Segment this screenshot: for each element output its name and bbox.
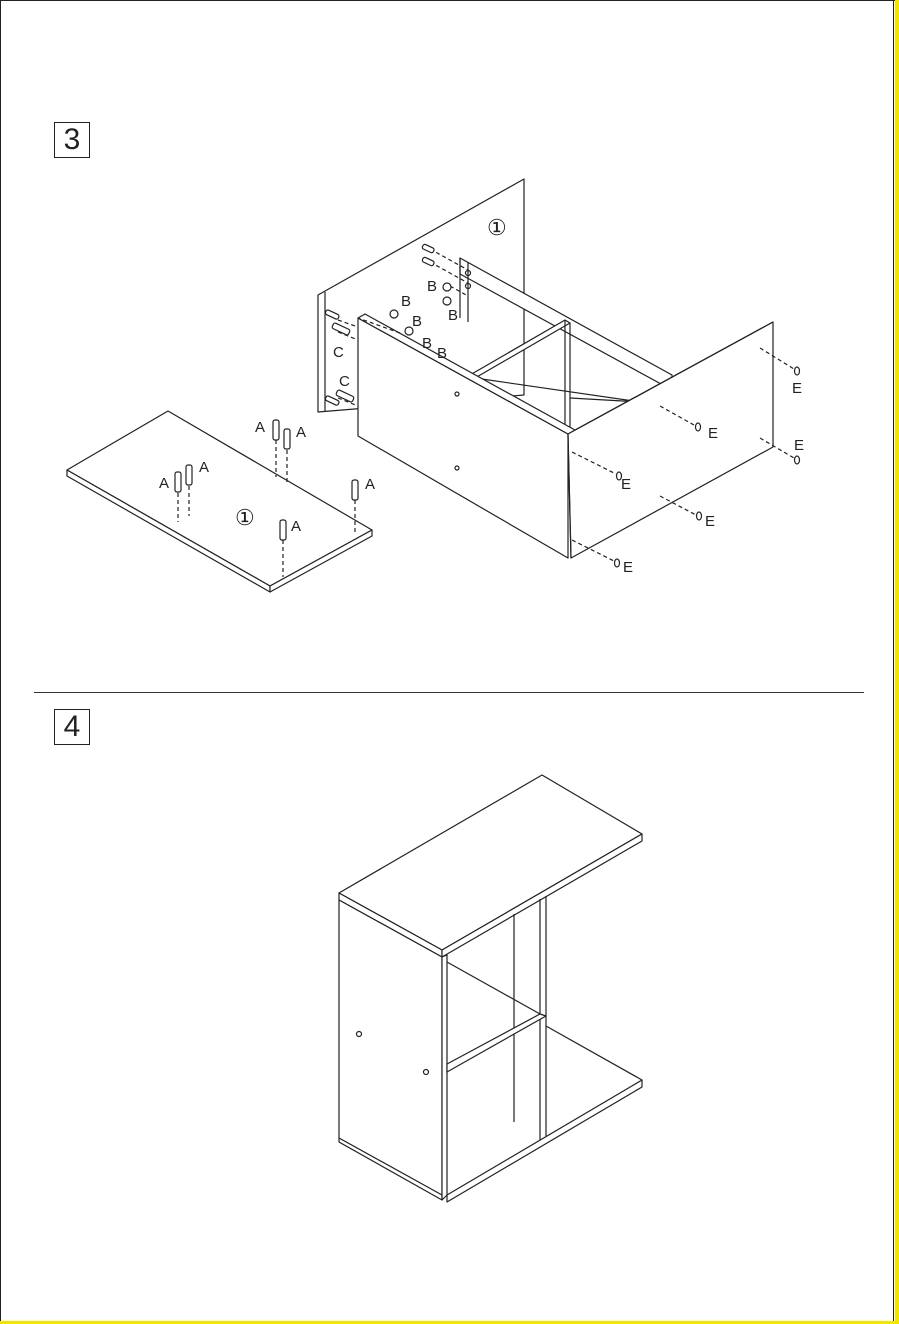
label-A: A (291, 518, 301, 535)
label-C: C (339, 373, 350, 390)
label-A: A (296, 424, 306, 441)
label-E: E (705, 513, 715, 530)
label-B: B (448, 307, 458, 324)
bottom-panel-1 (67, 411, 372, 592)
label-B: B (401, 293, 411, 310)
panel-1-label-top: ① (487, 215, 507, 240)
label-E: E (792, 380, 802, 397)
label-A: A (159, 475, 169, 492)
label-A: A (255, 419, 265, 436)
label-E: E (708, 425, 718, 442)
label-E: E (794, 437, 804, 454)
label-A: A (365, 476, 375, 493)
label-A: A (199, 459, 209, 476)
label-E: E (623, 559, 633, 576)
panel-1-label-bottom: ① (235, 505, 255, 530)
assembled-side-table (339, 775, 642, 1202)
label-B: B (422, 335, 432, 352)
label-B: B (437, 345, 447, 362)
label-B: B (427, 278, 437, 295)
label-B: B (412, 313, 422, 330)
label-E: E (621, 476, 631, 493)
label-C: C (333, 344, 344, 361)
cabinet-right-panel (568, 322, 773, 558)
